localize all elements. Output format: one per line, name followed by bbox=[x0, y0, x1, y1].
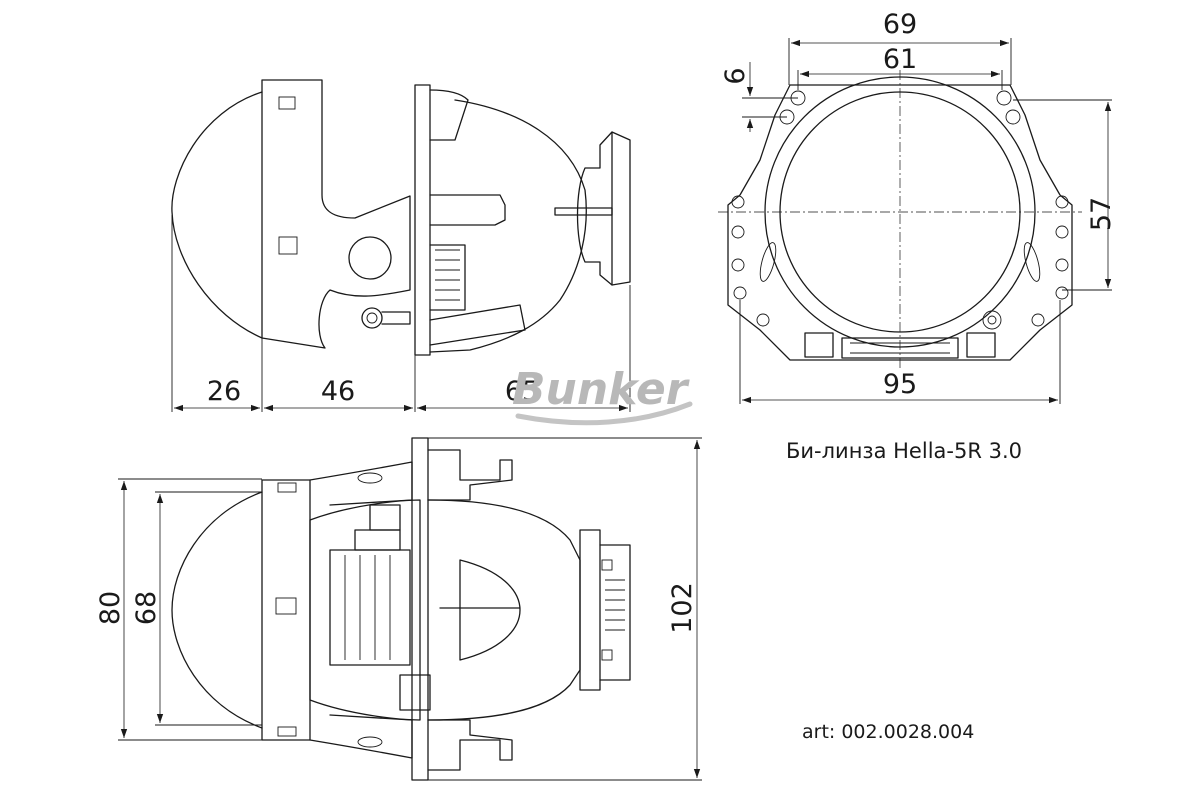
dim-label-61: 61 bbox=[883, 44, 917, 75]
side-view: 26 46 65 bbox=[171, 79, 631, 412]
article-number: art: 002.0028.004 bbox=[802, 721, 974, 743]
dim-label-102: 102 bbox=[667, 582, 698, 634]
dim-label-95: 95 bbox=[883, 369, 917, 400]
product-caption: Би-линза Hella-5R 3.0 bbox=[786, 439, 1022, 463]
dim-label-26: 26 bbox=[207, 376, 241, 407]
bunker-watermark: Bunker bbox=[512, 364, 693, 426]
dim-label-46: 46 bbox=[321, 376, 355, 407]
dim-label-68: 68 bbox=[131, 591, 162, 625]
top-view: 80 68 102 bbox=[95, 437, 702, 781]
front-view: 69 61 6 57 95 bbox=[718, 9, 1117, 404]
dim-label-57: 57 bbox=[1086, 197, 1117, 231]
dim-label-80: 80 bbox=[95, 591, 126, 625]
dim-label-65: 65 bbox=[505, 376, 539, 407]
dim-label-6: 6 bbox=[720, 67, 751, 84]
dim-label-69: 69 bbox=[883, 9, 917, 40]
watermark-text: Bunker bbox=[512, 364, 690, 415]
